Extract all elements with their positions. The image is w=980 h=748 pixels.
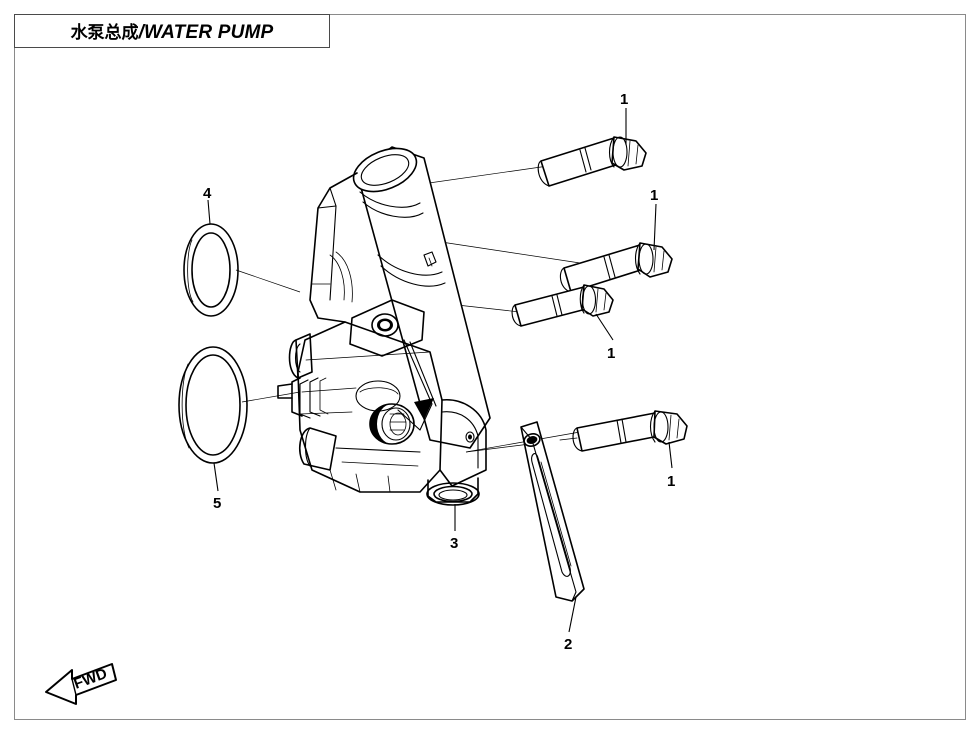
part-flange-bolt-1 <box>537 136 647 187</box>
page-title-english: /WATER PUMP <box>138 22 274 43</box>
page-title: 水泵总成/WATER PUMP <box>71 18 274 44</box>
part-o-ring-small <box>183 223 239 317</box>
callout-label-bolt-middle: 1 <box>607 345 616 362</box>
forward-direction-arrow: FWD <box>45 663 117 705</box>
part-flange-bolt-4 <box>559 410 688 452</box>
callout-label-bracket: 2 <box>564 636 573 653</box>
callout-label-o-ring-small: 4 <box>203 185 212 202</box>
callout-label-bolt-top: 1 <box>620 91 629 108</box>
part-flange-bolt-2 <box>559 242 673 293</box>
part-mounting-bracket-strap <box>520 421 585 602</box>
callout-label-o-ring-large: 5 <box>213 495 222 512</box>
callout-leader-lines <box>207 108 673 633</box>
assembly-reference-lines <box>235 165 581 453</box>
callout-label-bolt-upper-right: 1 <box>650 187 659 204</box>
page-border <box>14 14 966 720</box>
part-water-pump-housing <box>277 146 491 506</box>
callout-label-pump-housing: 3 <box>450 535 459 552</box>
part-o-ring-large <box>178 346 248 464</box>
page-title-chinese: 水泵总成 <box>70 23 139 43</box>
part-flange-bolt-3 <box>511 284 614 327</box>
diagram-title-box: 水泵总成/WATER PUMP <box>14 14 330 48</box>
callout-label-bolt-lower: 1 <box>667 473 676 490</box>
